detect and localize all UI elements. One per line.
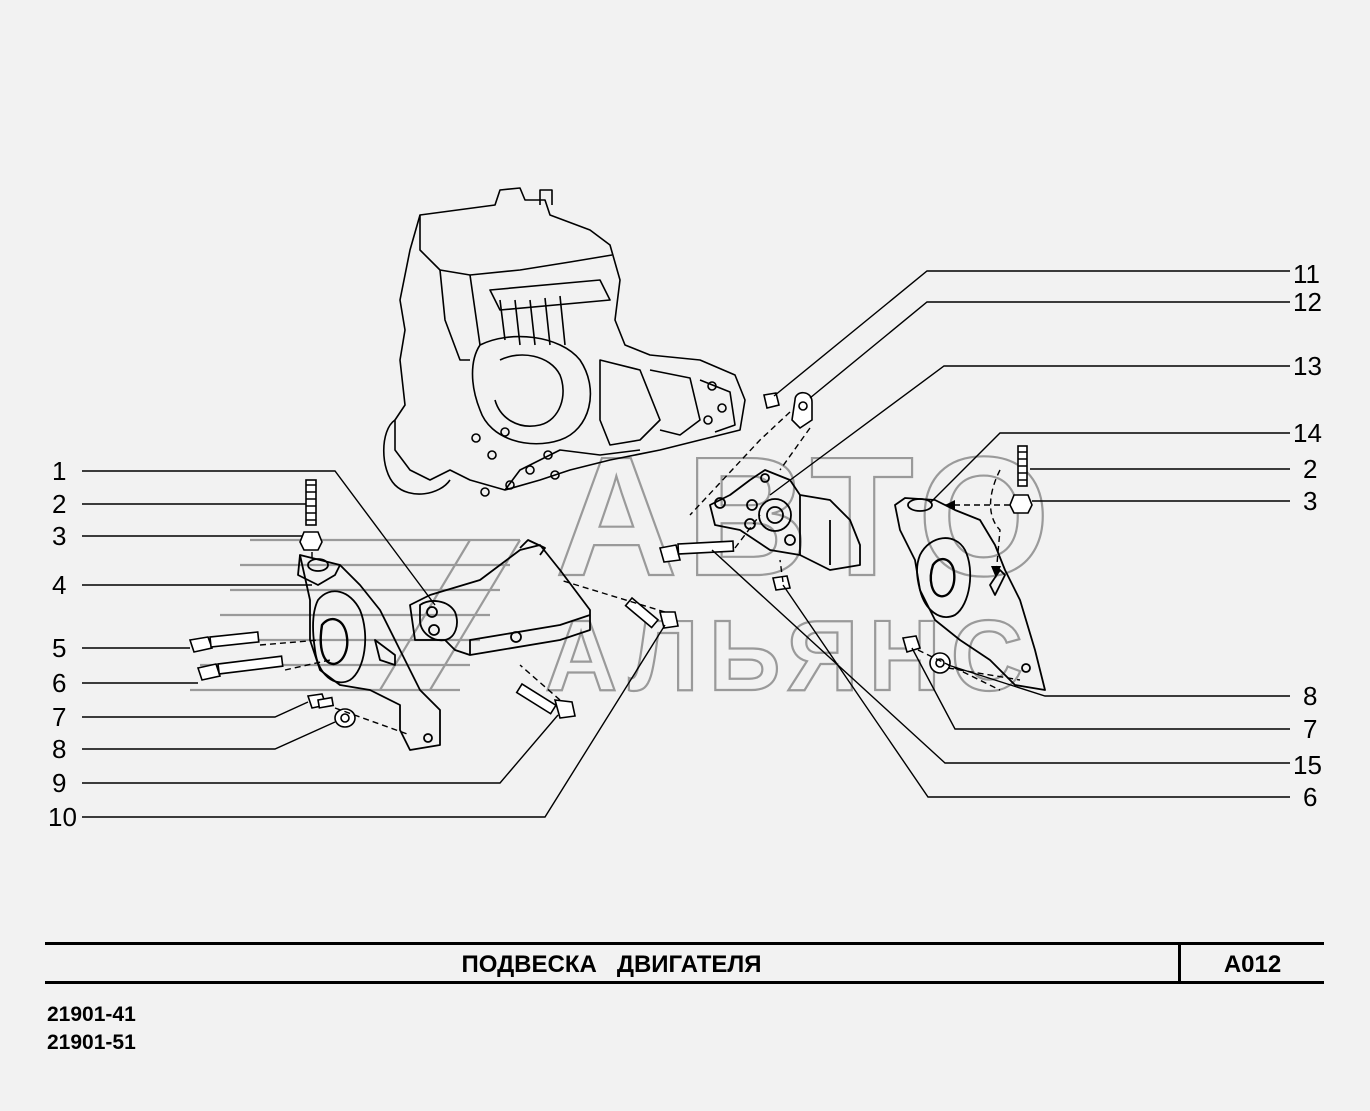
callouts-right: 11 12 13 14 2 3 8 7 15 6 [1293, 259, 1322, 812]
callout-right-8: 8 [1303, 681, 1317, 711]
bolt-15 [658, 540, 735, 563]
model-number-1: 21901-41 [47, 1003, 136, 1026]
callout-right-11: 11 [1293, 259, 1320, 289]
callout-left-5: 5 [52, 633, 66, 663]
callout-right-12: 12 [1293, 287, 1322, 317]
bolt-6-left [196, 655, 284, 681]
left-engine-mount [297, 554, 441, 751]
nut-left [299, 531, 323, 551]
callout-left-6: 6 [52, 668, 66, 698]
right-engine-bracket [709, 469, 861, 571]
callout-left-1: 1 [52, 456, 66, 486]
callout-left-3: 3 [52, 521, 66, 551]
callout-right-3: 3 [1303, 486, 1317, 516]
diagram-code: A012 [1223, 951, 1282, 978]
engine-gearbox [383, 187, 746, 497]
arrow-head-down [991, 566, 1001, 578]
arrow-head-top [945, 500, 955, 510]
stud-left [305, 479, 317, 526]
bolt-7-right [901, 635, 922, 654]
title-divider [1178, 945, 1181, 981]
callout-right-14: 14 [1293, 418, 1322, 448]
callout-right-2: 2 [1303, 454, 1317, 484]
callout-right-15: 15 [1293, 750, 1322, 780]
fasteners [188, 391, 1033, 728]
callout-left-9: 9 [52, 768, 66, 798]
bolt-10 [624, 596, 679, 629]
callout-right-13: 13 [1293, 351, 1322, 381]
nut-6-right [772, 575, 791, 591]
callout-right-7: 7 [1303, 714, 1317, 744]
callout-left-4: 4 [52, 570, 66, 600]
assembly-dash-lines [259, 411, 1021, 736]
model-number-2: 21901-51 [47, 1031, 136, 1054]
callout-left-7: 7 [52, 702, 66, 732]
leader-lines-left [82, 470, 666, 818]
watermark-line2: АЛЬЯНС [545, 600, 1033, 712]
callout-right-6: 6 [1303, 782, 1317, 812]
nut-right [1009, 494, 1033, 514]
bolt-9 [515, 682, 576, 719]
callout-left-10: 10 [48, 802, 77, 832]
title-bar: ПОДВЕСКА ДВИГАТЕЛЯ A012 [45, 942, 1324, 984]
left-mount-bracket [409, 539, 591, 656]
watermark-line1: АВТО [555, 422, 1058, 612]
page-title: ПОДВЕСКА ДВИГАТЕЛЯ [461, 951, 762, 978]
leader-lines-right [711, 270, 1290, 798]
callout-left-2: 2 [52, 489, 66, 519]
callouts-left: 1 2 3 4 5 6 7 8 9 10 [48, 456, 77, 832]
callout-left-8: 8 [52, 734, 66, 764]
bolt-5-left [188, 631, 260, 653]
bolt-11 [763, 392, 780, 409]
